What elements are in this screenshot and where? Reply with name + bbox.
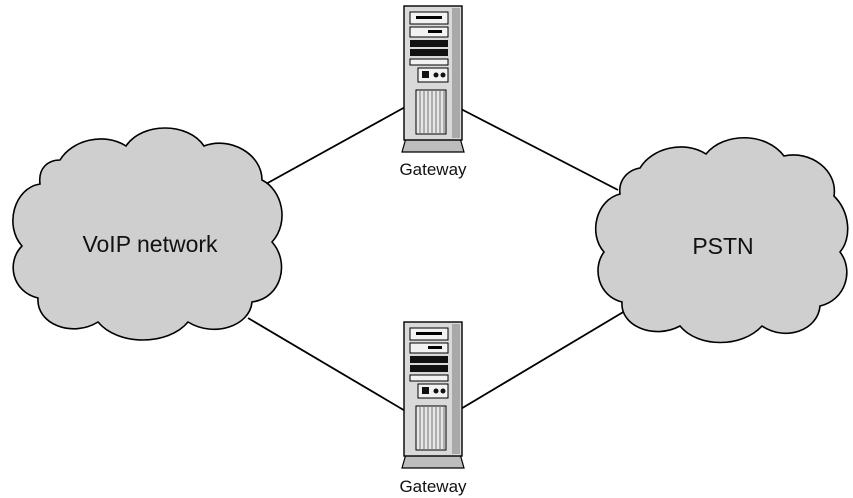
voip-network-cloud: VoIP network	[12, 127, 283, 341]
gateway-top-label: Gateway	[399, 160, 467, 179]
pstn-label: PSTN	[692, 233, 753, 259]
edge-voip-gateway-bottom	[247, 317, 408, 413]
voip-network-label: VoIP network	[82, 231, 218, 257]
gateway-bottom-label: Gateway	[399, 477, 467, 496]
pstn-cloud: PSTN	[595, 137, 849, 344]
edge-gateway-bottom-pstn	[458, 307, 631, 411]
edge-gateway-top-pstn	[458, 107, 619, 191]
edge-voip-gateway-top	[254, 105, 408, 191]
server-tower-icon	[401, 321, 465, 469]
server-tower-icon	[401, 5, 465, 153]
gateway-top-node: Gateway	[399, 5, 467, 179]
gateway-bottom-node: Gateway	[399, 321, 467, 496]
